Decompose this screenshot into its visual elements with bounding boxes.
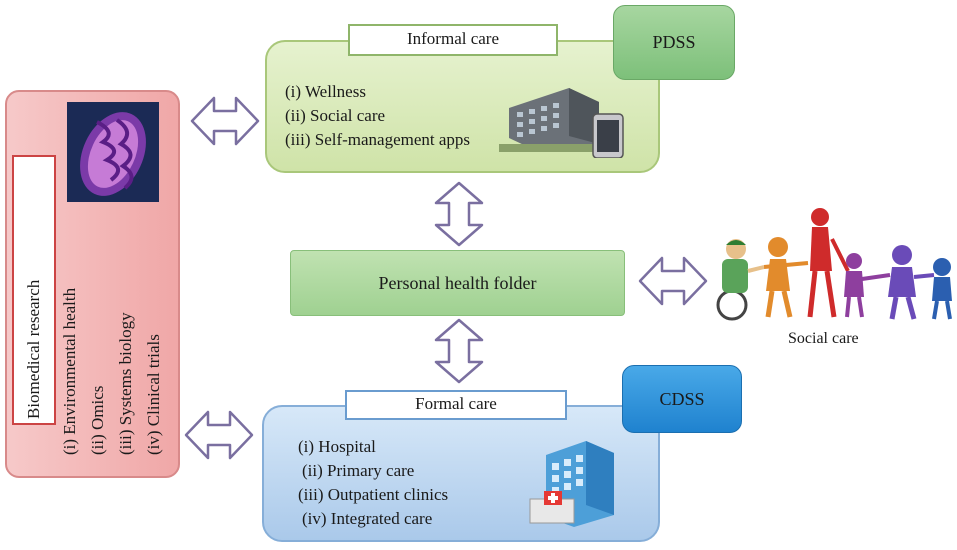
double-arrow-icon (184, 410, 254, 460)
informal-care-title: Informal care (348, 24, 558, 56)
social-care-caption: Social care (788, 330, 859, 347)
pdss-box: PDSS (613, 5, 735, 80)
informal-care-list: (i) Wellness (ii) Social care (iii) Self… (285, 80, 470, 152)
formal-item: (iv) Integrated care (302, 509, 433, 528)
formal-item: (iii) Outpatient clinics (298, 485, 449, 504)
formal-care-title: Formal care (345, 390, 567, 420)
double-arrow-icon (190, 96, 260, 146)
social-care-people-image (716, 208, 952, 321)
informal-item: (iii) Self-management apps (285, 130, 471, 149)
biomedical-research-title-box: Biomedical research (12, 155, 56, 425)
formal-item: (i) Hospital (298, 437, 376, 456)
formal-care-list: (i) Hospital (ii) Primary care (iii) Out… (298, 435, 448, 531)
building-phone-image (499, 88, 624, 158)
hospital-image (529, 441, 614, 527)
mitochondrion-image (67, 102, 159, 202)
informal-item: (ii) Social care (285, 106, 386, 125)
double-arrow-icon (434, 318, 484, 384)
personal-health-folder: Personal health folder (290, 250, 625, 316)
formal-care-box: (i) Hospital (ii) Primary care (iii) Out… (262, 405, 660, 542)
cdss-box: CDSS (622, 365, 742, 433)
informal-care-box: (i) Wellness (ii) Social care (iii) Self… (265, 40, 660, 173)
informal-item: (i) Wellness (285, 82, 366, 101)
double-arrow-icon (638, 256, 708, 306)
double-arrow-icon (434, 181, 484, 247)
formal-item: (ii) Primary care (302, 461, 415, 480)
